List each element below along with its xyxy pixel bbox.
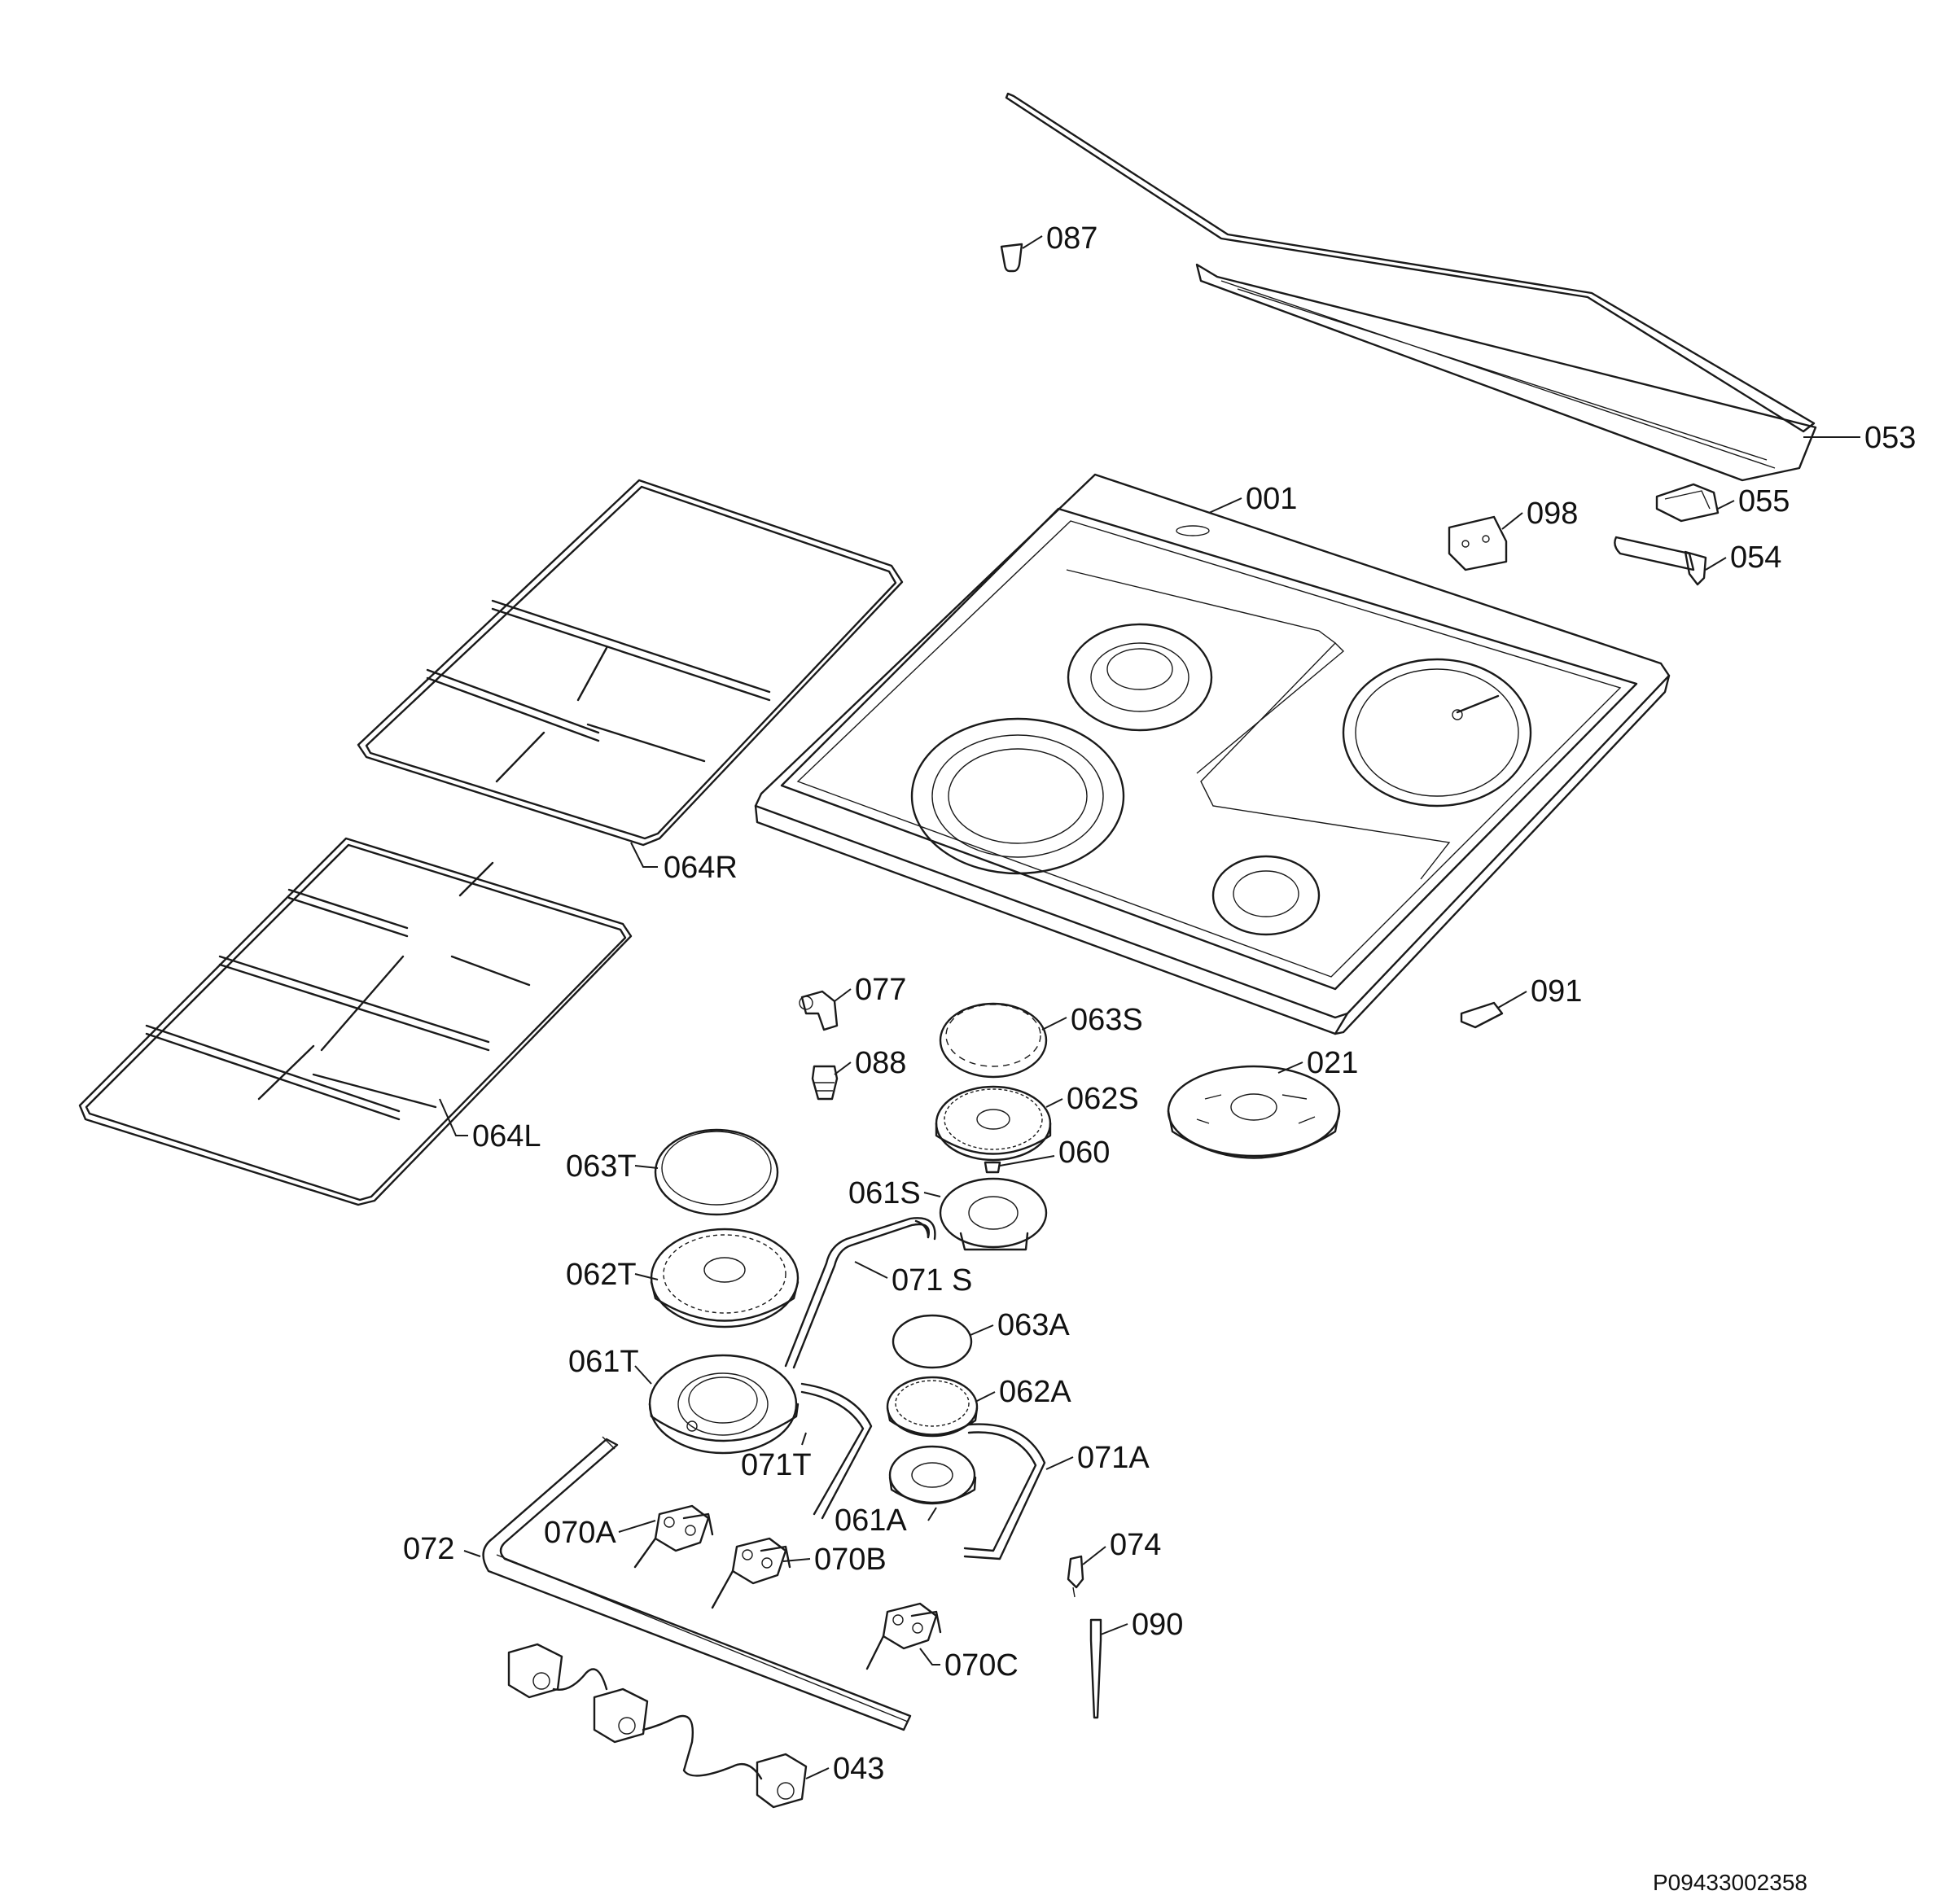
label-043: 043 xyxy=(833,1752,884,1786)
part-063A-burner-cap[interactable] xyxy=(892,1314,973,1369)
label-088: 088 xyxy=(855,1046,906,1080)
part-053-glass-lid[interactable] xyxy=(1005,92,1817,482)
part-071T-gas-pipe[interactable] xyxy=(800,1382,873,1520)
label-001: 001 xyxy=(1246,482,1297,516)
label-072: 072 xyxy=(403,1532,454,1566)
part-072-gas-manifold[interactable] xyxy=(482,1436,912,1731)
label-061S: 061S xyxy=(848,1176,921,1210)
part-063T-burner-cap[interactable] xyxy=(654,1128,779,1216)
part-060-screw[interactable] xyxy=(984,1161,1001,1174)
label-054: 054 xyxy=(1730,541,1781,575)
part-070A-gas-tap[interactable] xyxy=(633,1504,714,1569)
part-088-injector[interactable] xyxy=(811,1065,839,1101)
label-062S: 062S xyxy=(1067,1082,1139,1116)
part-062T-burner-crown[interactable] xyxy=(650,1228,800,1328)
part-070C-gas-tap[interactable] xyxy=(865,1602,942,1670)
part-077-elbow-fitting[interactable] xyxy=(799,990,839,1031)
label-070A: 070A xyxy=(544,1516,616,1550)
label-062T: 062T xyxy=(566,1258,637,1292)
part-063S-burner-cap[interactable] xyxy=(939,1002,1048,1079)
part-054-hinge-pin[interactable] xyxy=(1614,536,1707,586)
label-091: 091 xyxy=(1531,974,1582,1009)
label-064L: 064L xyxy=(472,1119,541,1153)
part-043-ignition-switches[interactable] xyxy=(507,1643,808,1809)
part-062A-burner-crown[interactable] xyxy=(886,1376,979,1438)
label-061T: 061T xyxy=(568,1345,639,1379)
part-061T-burner-base[interactable] xyxy=(648,1354,800,1455)
part-070B-gas-tap[interactable] xyxy=(711,1537,791,1609)
part-062S-burner-crown[interactable] xyxy=(935,1085,1052,1162)
part-001-hob-top[interactable] xyxy=(754,473,1671,1035)
label-055: 055 xyxy=(1738,484,1790,519)
part-071S-gas-pipe[interactable] xyxy=(784,1217,936,1369)
label-070C: 070C xyxy=(944,1648,1019,1683)
label-062A: 062A xyxy=(999,1375,1071,1409)
part-090-ignition-electrode[interactable] xyxy=(1089,1618,1102,1719)
label-090: 090 xyxy=(1132,1608,1183,1642)
part-091-clip[interactable] xyxy=(1460,1001,1504,1029)
label-070B: 070B xyxy=(814,1543,887,1577)
drawing-code: P09433002358 xyxy=(1653,1870,1807,1895)
part-098-bracket[interactable] xyxy=(1448,515,1508,571)
part-071A-gas-pipe[interactable] xyxy=(963,1423,1046,1560)
part-055-hinge[interactable] xyxy=(1655,483,1720,523)
label-021: 021 xyxy=(1307,1046,1358,1080)
label-063S: 063S xyxy=(1071,1003,1143,1037)
label-061A: 061A xyxy=(835,1504,907,1538)
part-021-wok-burner-cap[interactable] xyxy=(1167,1065,1341,1159)
label-064R: 064R xyxy=(664,851,738,885)
label-098: 098 xyxy=(1527,497,1578,531)
part-074-thermocouple-connector[interactable] xyxy=(1067,1555,1084,1598)
part-064R-pan-support[interactable] xyxy=(357,479,904,847)
label-071S: 071 S xyxy=(892,1263,972,1298)
part-064L-pan-support[interactable] xyxy=(78,837,633,1206)
part-061A-burner-base[interactable] xyxy=(888,1445,977,1505)
label-063T: 063T xyxy=(566,1149,637,1184)
label-071A: 071A xyxy=(1077,1441,1150,1475)
label-053: 053 xyxy=(1864,421,1916,455)
label-060: 060 xyxy=(1058,1136,1110,1170)
label-071T: 071T xyxy=(741,1448,812,1482)
label-063A: 063A xyxy=(997,1308,1070,1342)
label-074: 074 xyxy=(1110,1528,1161,1562)
label-077: 077 xyxy=(855,973,906,1007)
part-087-foot[interactable] xyxy=(1000,243,1023,273)
label-087: 087 xyxy=(1046,221,1097,256)
